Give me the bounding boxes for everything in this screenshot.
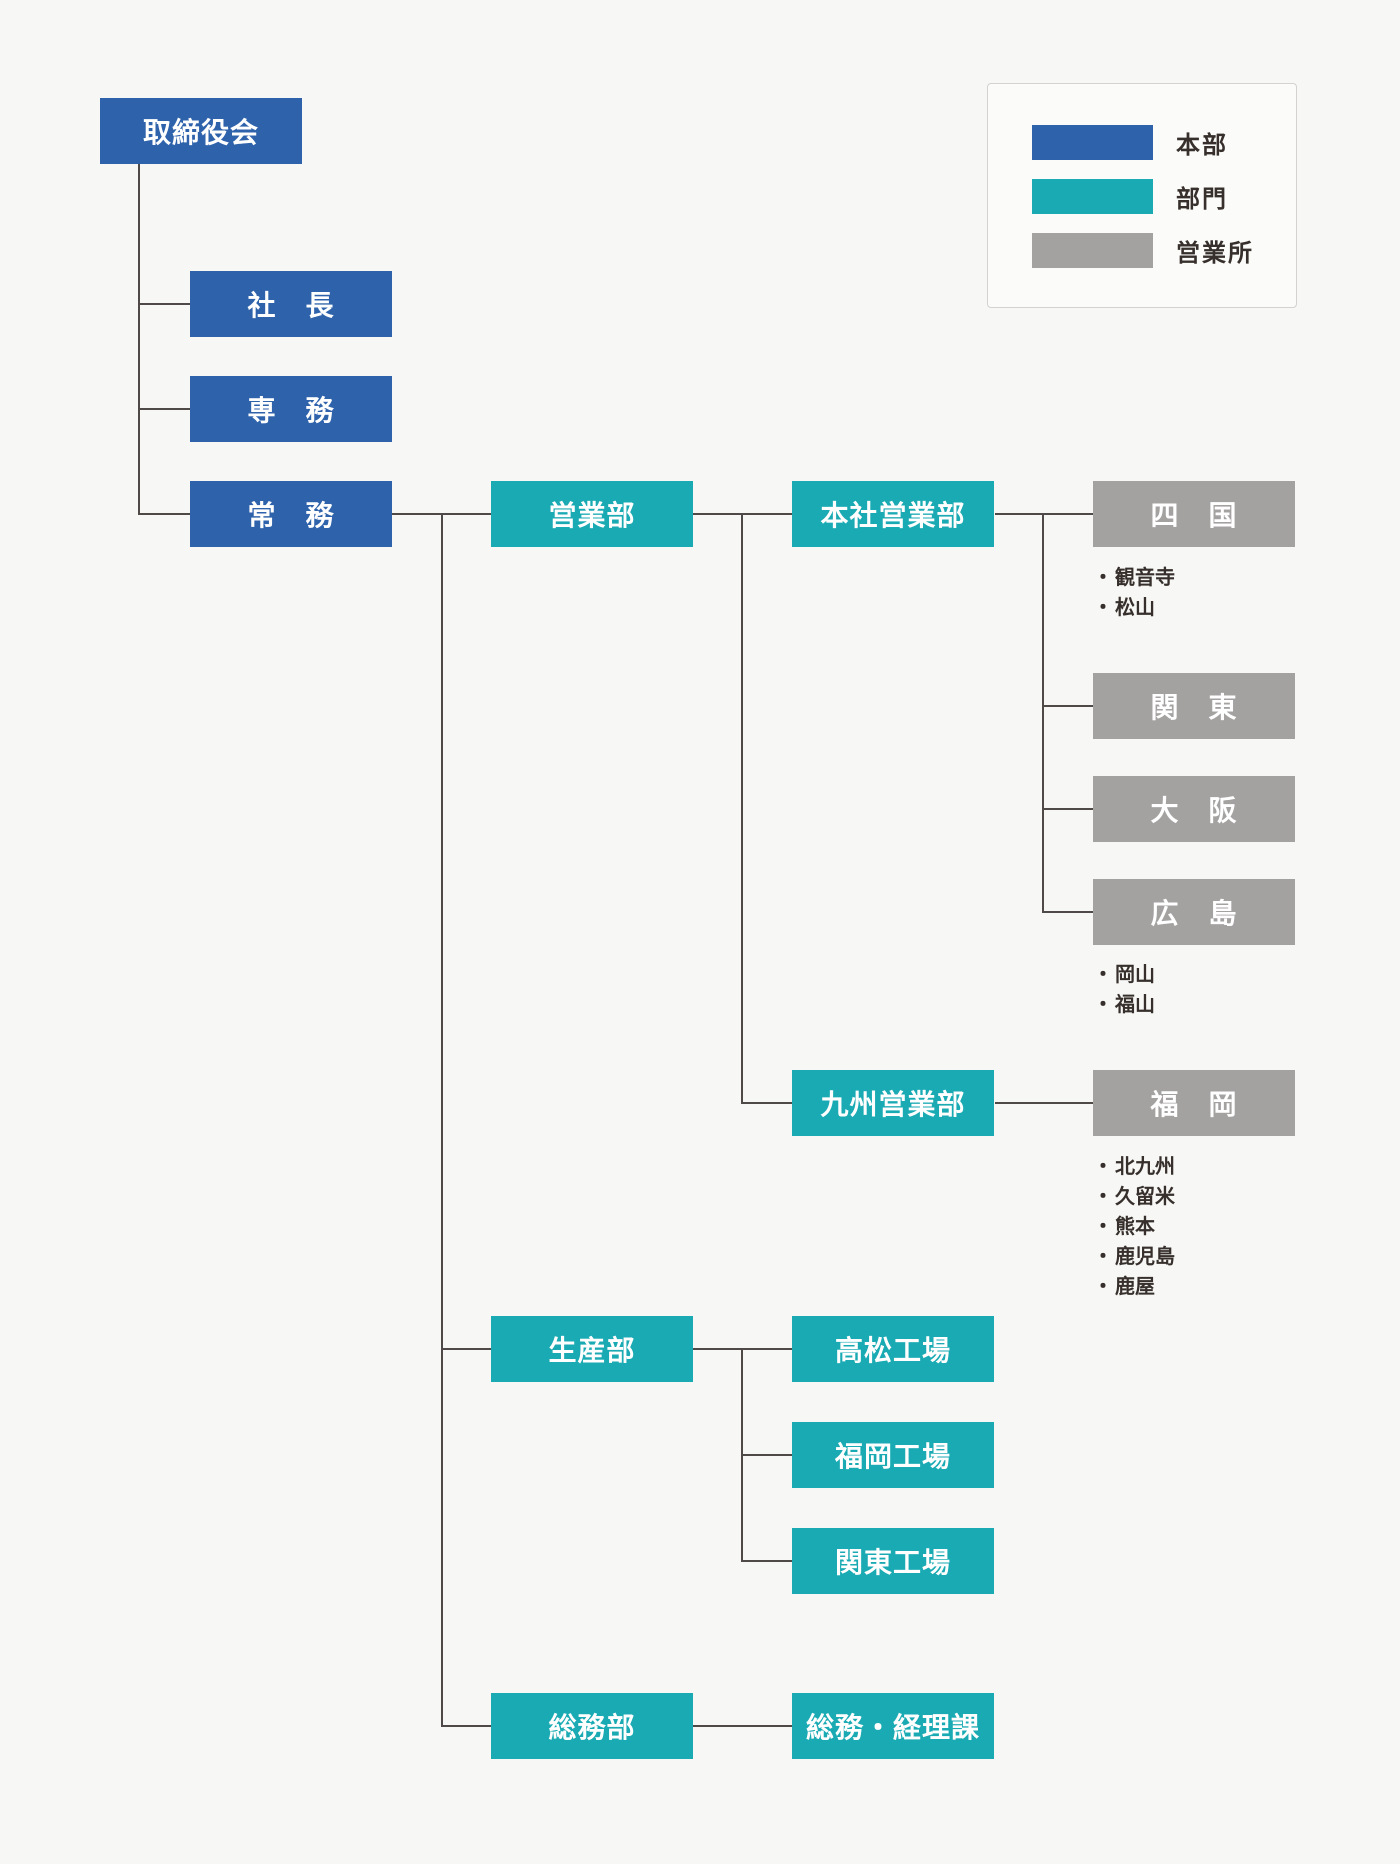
bullet-dot: ・: [1093, 1216, 1113, 1238]
connector-line: [741, 1454, 792, 1456]
branch-list-hiroshima: ・岡山 ・福山: [1093, 960, 1155, 1020]
connector-line: [1042, 911, 1093, 913]
connector-line: [693, 513, 792, 515]
branch-list-fukuoka: ・北九州 ・久留米 ・熊本 ・鹿児島 ・鹿屋: [1093, 1152, 1175, 1302]
node-hiroshima-office: 広 島: [1093, 879, 1295, 945]
node-takamatsu-factory: 高松工場: [792, 1316, 994, 1382]
connector-line: [741, 1102, 792, 1104]
branch-list-item: ・鹿屋: [1093, 1272, 1175, 1302]
connector-line: [441, 1348, 491, 1350]
branch-list-item: ・熊本: [1093, 1212, 1175, 1242]
branch-name: 松山: [1115, 597, 1155, 619]
connector-line: [741, 513, 743, 1104]
legend-swatch-sales-office: [1032, 233, 1153, 268]
branch-list-shikoku: ・観音寺 ・松山: [1093, 563, 1175, 623]
node-president: 社 長: [190, 271, 392, 337]
node-managing-director: 常 務: [190, 481, 392, 547]
connector-line: [138, 513, 190, 515]
node-kanto-office: 関 東: [1093, 673, 1295, 739]
bullet-dot: ・: [1093, 1156, 1113, 1178]
connector-line: [1042, 808, 1093, 810]
legend-row-headquarters: 本部: [1032, 125, 1272, 160]
branch-list-item: ・北九州: [1093, 1152, 1175, 1182]
legend-swatch-headquarters: [1032, 125, 1153, 160]
node-general-affairs-department: 総務部: [491, 1693, 693, 1759]
bullet-dot: ・: [1093, 597, 1113, 619]
node-shikoku-office: 四 国: [1093, 481, 1295, 547]
branch-list-item: ・福山: [1093, 990, 1155, 1020]
legend-label-headquarters: 本部: [1176, 132, 1228, 159]
branch-name: 北九州: [1115, 1156, 1175, 1178]
bullet-dot: ・: [1093, 1246, 1113, 1268]
branch-name: 鹿児島: [1115, 1246, 1175, 1268]
node-fukuoka-office: 福 岡: [1093, 1070, 1295, 1136]
bullet-dot: ・: [1093, 567, 1113, 589]
bullet-dot: ・: [1093, 1276, 1113, 1298]
branch-name: 鹿屋: [1115, 1276, 1155, 1298]
node-fukuoka-factory: 福岡工場: [792, 1422, 994, 1488]
node-osaka-office: 大 阪: [1093, 776, 1295, 842]
connector-line: [392, 513, 491, 515]
branch-name: 久留米: [1115, 1186, 1175, 1208]
node-senior-managing-director: 専 務: [190, 376, 392, 442]
connector-line: [693, 1725, 792, 1727]
branch-name: 福山: [1115, 994, 1155, 1016]
connector-line: [1042, 705, 1093, 707]
legend-swatch-department: [1032, 179, 1153, 214]
branch-list-item: ・久留米: [1093, 1182, 1175, 1212]
branch-list-item: ・鹿児島: [1093, 1242, 1175, 1272]
branch-list-item: ・岡山: [1093, 960, 1155, 990]
branch-name: 岡山: [1115, 964, 1155, 986]
legend-label-department: 部門: [1176, 186, 1228, 213]
branch-list-item: ・観音寺: [1093, 563, 1175, 593]
connector-line: [138, 408, 190, 410]
node-production-department: 生産部: [491, 1316, 693, 1382]
connector-line: [741, 1560, 792, 1562]
branch-name: 熊本: [1115, 1216, 1155, 1238]
node-head-office-sales-division: 本社営業部: [792, 481, 994, 547]
connector-line: [995, 513, 1093, 515]
node-kyushu-sales-division: 九州営業部: [792, 1070, 994, 1136]
node-board-of-directors: 取締役会: [100, 98, 302, 164]
bullet-dot: ・: [1093, 1186, 1113, 1208]
branch-list-item: ・松山: [1093, 593, 1175, 623]
bullet-dot: ・: [1093, 994, 1113, 1016]
connector-line: [441, 1725, 491, 1727]
legend-label-sales-office: 営業所: [1176, 240, 1254, 267]
connector-line: [138, 164, 140, 515]
node-general-affairs-accounting-section: 総務・経理課: [792, 1693, 994, 1759]
legend: 本部 部門 営業所: [987, 83, 1297, 308]
connector-line: [441, 513, 443, 1727]
legend-row-sales-office: 営業所: [1032, 233, 1272, 268]
node-kanto-factory: 関東工場: [792, 1528, 994, 1594]
bullet-dot: ・: [1093, 964, 1113, 986]
node-sales-department: 営業部: [491, 481, 693, 547]
branch-name: 観音寺: [1115, 567, 1175, 589]
connector-line: [995, 1102, 1093, 1104]
legend-row-department: 部門: [1032, 179, 1272, 214]
connector-line: [138, 303, 190, 305]
connector-line: [693, 1348, 792, 1350]
connector-line: [1042, 513, 1044, 913]
